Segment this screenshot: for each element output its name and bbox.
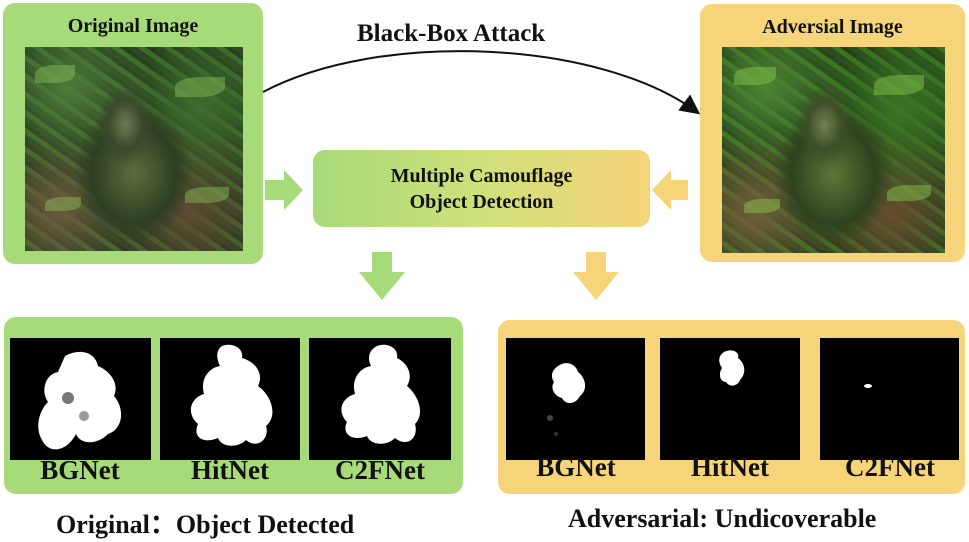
original-image-title: Original Image <box>67 15 199 37</box>
hitnet-original-mask <box>160 338 300 460</box>
detection-box-line2: Object Detection <box>409 190 554 213</box>
adversarial-caption: Adversarial: Undicoverable <box>568 504 877 533</box>
yellow-arrow-left <box>652 170 688 210</box>
hitnet-original-label: HitNet <box>191 455 269 485</box>
detection-box-line1: Multiple Camouflage <box>390 164 573 187</box>
original-caption: Original：Object Detected <box>56 510 355 539</box>
bgnet-adversarial-label: BGNet <box>536 452 616 482</box>
original-photo <box>25 47 243 251</box>
attack-curve-arrow <box>262 50 701 115</box>
yellow-arrow-down <box>573 252 619 300</box>
black-box-attack-label: Black-Box Attack <box>357 20 546 47</box>
hitnet-adversarial-mask <box>660 338 800 460</box>
green-arrow-right <box>265 170 303 210</box>
c2fnet-original-label: C2FNet <box>335 455 425 485</box>
original-image-panel: Original Image <box>3 3 263 264</box>
hitnet-adversarial-label: HitNet <box>691 452 769 482</box>
bgnet-original-label: BGNet <box>40 455 120 485</box>
c2fnet-adversarial-label: C2FNet <box>845 452 935 482</box>
original-results-panel: BGNet HitNet C2FNet <box>4 317 463 494</box>
c2fnet-original-mask <box>309 338 451 460</box>
adversarial-photo <box>722 47 945 253</box>
adversarial-results-panel: BGNet HitNet C2FNet <box>498 320 965 494</box>
green-arrow-down <box>359 252 405 300</box>
c2fnet-adversarial-mask <box>820 338 959 460</box>
bgnet-original-mask <box>10 338 151 460</box>
camouflage-detection-box: Multiple Camouflage Object Detection <box>313 150 650 227</box>
bgnet-adversarial-mask <box>506 338 645 460</box>
adversarial-image-panel: Adversial Image <box>700 4 965 262</box>
adversarial-image-title: Adversial Image <box>762 16 903 38</box>
